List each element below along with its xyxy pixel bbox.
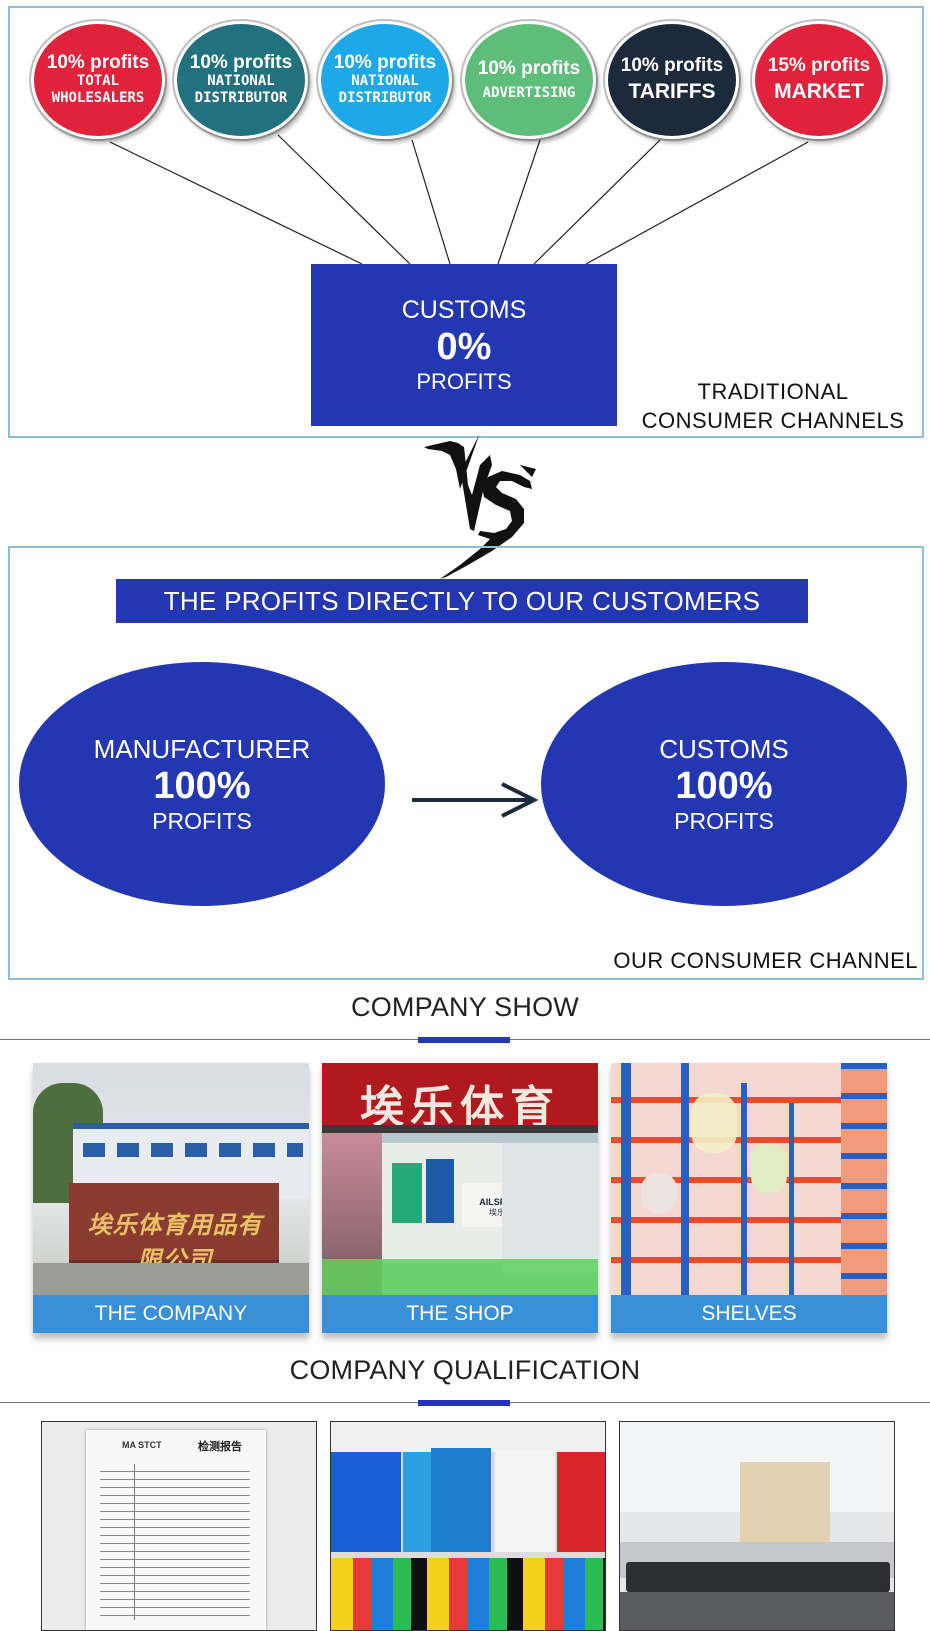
shelves-photo-card: SHELVES [611,1063,887,1333]
shop-sign-text: 埃乐体育 [360,1083,560,1132]
printing-workshop-photo [619,1421,895,1631]
bubble-total-wholesalers: 10% profits TOTAL WHOLESALERS [31,21,165,139]
card-caption: THE COMPANY [33,1295,309,1333]
report-logo: MA STCT [122,1440,162,1450]
vs-brush-icon [424,427,536,579]
divider-accent [418,1037,510,1043]
company-show-title: COMPANY SHOW [351,992,579,1022]
manufacturer-profits: PROFITS [152,808,252,834]
report-header: 检测报告 [198,1441,242,1453]
bubble-label: NATIONAL DISTRIBUTOR [194,73,288,106]
traditional-channel-label: TRADITIONAL CONSUMER CHANNELS [628,377,918,435]
bubble-label: MARKET [774,80,864,103]
profits-direct-banner: THE PROFITS DIRECTLY TO OUR CUSTOMERS [116,579,808,623]
bubble-advertising: 10% profits ADVERTISING [462,21,596,139]
traditional-label-line2: CONSUMER CHANNELS [641,408,905,433]
our-channel-panel [8,546,924,980]
bubble-percent: 15% profits [767,55,871,76]
company-photo-card: 埃乐体育用品有限公司 THE COMPANY [33,1063,309,1333]
bubble-label: NATIONAL DISTRIBUTOR [338,73,432,106]
bubble-tariffs: 10% profits TARIFFS [605,21,739,139]
bubble-percent: 10% profits [333,52,437,73]
arrow-right-icon [412,782,538,818]
bubble-percent: 10% profits [46,52,150,73]
connector-lines [109,134,809,265]
company-building-photo: 埃乐体育用品有限公司 [33,1063,309,1295]
customs-profits: PROFITS [416,369,512,394]
customs-ellipse: CUSTOMS 100% PROFITS [541,662,907,906]
manufacturer-percent: 100% [153,765,251,807]
manufacturer-ellipse: MANUFACTURER 100% PROFITS [19,662,385,906]
bubble-percent: 10% profits [620,55,724,76]
jersey-display-photo [330,1421,606,1631]
customs-label: CUSTOMS [401,296,527,324]
bubble-percent: 10% profits [477,57,581,79]
shop-photo-card: 埃乐体育 AILSPORTS 埃乐体育 THE SHOP [322,1063,598,1333]
shop-front-photo: 埃乐体育 AILSPORTS 埃乐体育 [322,1063,598,1295]
customs-zero-profit-box: CUSTOMS 0% PROFITS [311,264,617,426]
card-caption: THE SHOP [322,1295,598,1333]
card-caption: SHELVES [611,1295,887,1333]
bubble-label: TARIFFS [628,80,716,103]
customs-percent: 0% [436,326,492,368]
traditional-channel-panel [8,6,924,438]
company-qualification-title: COMPANY QUALIFICATION [289,1355,641,1385]
test-report-photo: MA STCT 检测报告 [41,1421,317,1631]
customs-ellipse-percent: 100% [675,765,773,807]
traditional-label-line1: TRADITIONAL [697,379,849,404]
customs-ellipse-label: CUSTOMS [659,734,789,764]
customs-ellipse-profits: PROFITS [674,808,774,834]
bubble-label: ADVERTISING [482,84,576,101]
bubble-percent: 10% profits [189,52,293,73]
our-channel-label: OUR CONSUMER CHANNEL [613,948,918,973]
bubble-national-distributor-1: 10% profits NATIONAL DISTRIBUTOR [174,21,308,139]
bubble-label: TOTAL WHOLESALERS [51,73,145,106]
bubble-market: 15% profits MARKET [752,21,886,139]
bubble-national-distributor-2: 10% profits NATIONAL DISTRIBUTOR [318,21,452,139]
manufacturer-label: MANUFACTURER [93,734,311,764]
divider-accent [418,1400,510,1406]
warehouse-shelves-photo [611,1063,887,1295]
